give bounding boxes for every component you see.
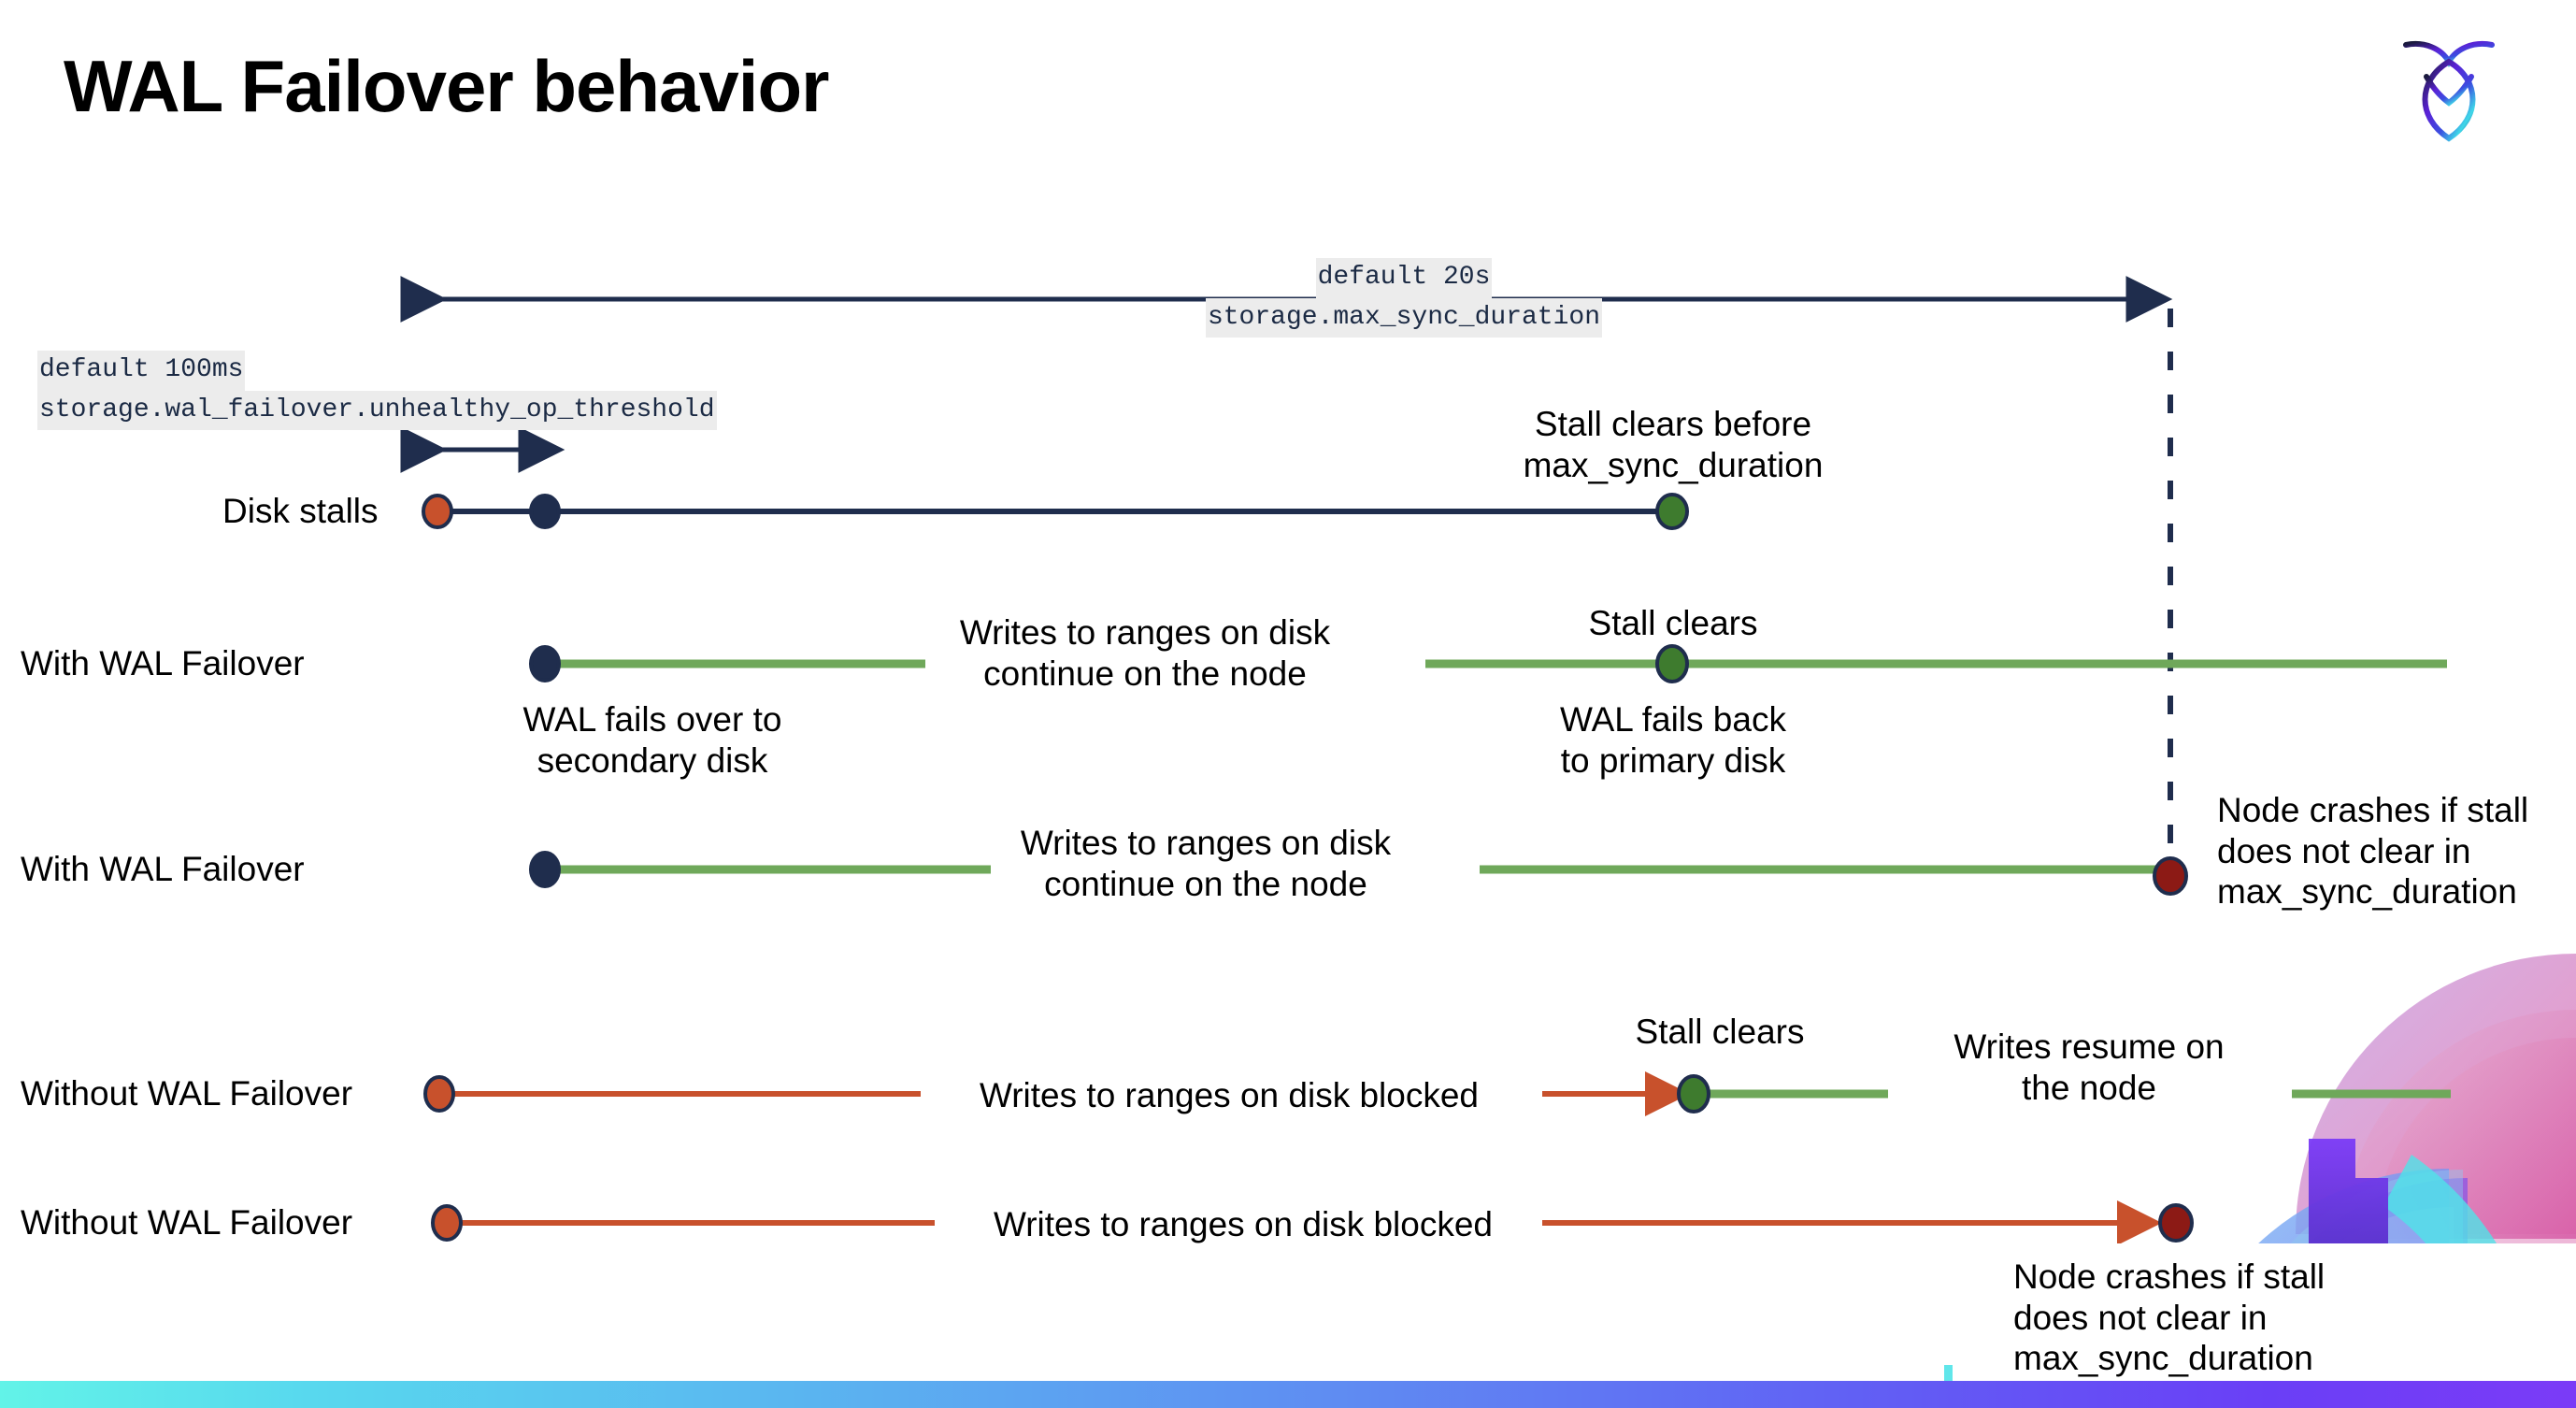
stall-clears-dot-3 — [1677, 1074, 1710, 1113]
unhealthy-threshold-setting: default 100ms storage.wal_failover.unhea… — [37, 351, 717, 431]
unhealthy-default-label: default 100ms — [37, 351, 246, 391]
node-crash-dot-2 — [2158, 1203, 2194, 1243]
stall-clears-dot-2 — [1655, 644, 1689, 683]
row-without-wal-failover-1-track — [423, 1071, 2451, 1116]
row-label-with-wal-failover-1: With WAL Failover — [21, 644, 305, 682]
note-writes-blocked-1: Writes to ranges on disk blocked — [979, 1076, 1480, 1114]
row-label-without-wal-failover-1: Without WAL Failover — [21, 1074, 353, 1113]
bottom-gradient-bar — [0, 1381, 2576, 1408]
note-node-crashes-1: Node crashes if stall does not clear in … — [2217, 791, 2529, 912]
row-with-wal-failover-1-track — [529, 644, 2447, 683]
note-wal-fails-back: WAL fails back to primary disk — [1560, 700, 1786, 780]
node-crash-dot-1 — [2153, 856, 2188, 896]
note-wal-fails-over: WAL fails over to secondary disk — [522, 700, 782, 780]
note-writes-continue-2: Writes to ranges on disk continue on the… — [1020, 824, 1392, 903]
row-label-with-wal-failover-2: With WAL Failover — [21, 850, 305, 888]
note-writes-continue-1: Writes to ranges on disk continue on the… — [959, 613, 1331, 693]
note-stall-clears-2: Stall clears — [1635, 1013, 1805, 1051]
row-disk-stalls-track — [422, 493, 1689, 530]
max-sync-name-label: storage.max_sync_duration — [1205, 297, 1603, 338]
callout-node-crashes-2: Node crashes if stall does not clear in … — [1953, 1243, 2576, 1381]
max-sync-default-label: default 20s — [1315, 258, 1493, 298]
row-label-disk-stalls: Disk stalls — [222, 492, 379, 530]
note-writes-resume: Writes resume on the node — [1953, 1027, 2225, 1107]
row-without-wal-failover-2-track — [431, 1200, 2194, 1245]
stall-clears-dot-1 — [1655, 493, 1689, 530]
note-writes-blocked-2: Writes to ranges on disk blocked — [993, 1205, 1494, 1243]
note-stall-clears-before: Stall clears before max_sync_duration — [1523, 405, 1824, 484]
note-node-crashes-2: Node crashes if stall does not clear in … — [2013, 1257, 2326, 1378]
max-sync-duration-setting: default 20s storage.max_sync_duration — [1142, 258, 1666, 338]
note-stall-clears-1: Stall clears — [1588, 604, 1758, 642]
cockroachdb-logo — [2403, 41, 2495, 142]
page-title: WAL Failover behavior — [64, 45, 829, 127]
row-with-wal-failover-2-track — [529, 851, 2188, 896]
unhealthy-name-label: storage.wal_failover.unhealthy_op_thresh… — [37, 390, 717, 431]
row-label-without-wal-failover-2: Without WAL Failover — [21, 1203, 353, 1242]
